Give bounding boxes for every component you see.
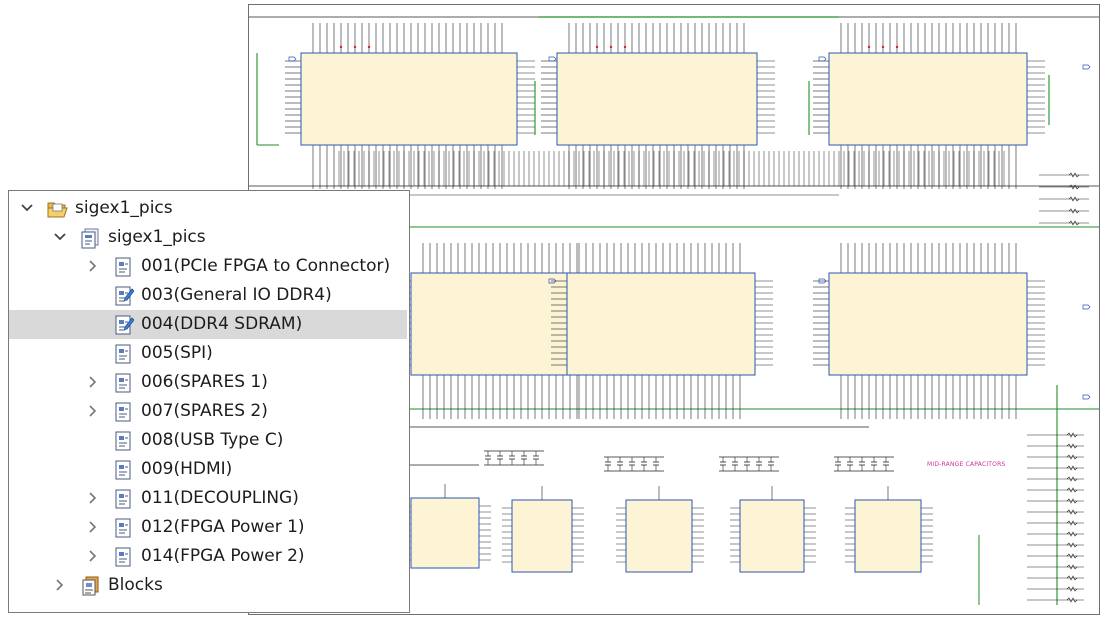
chevron-right-icon[interactable] [86,490,100,506]
tree-item-003[interactable]: 003(General IO DDR4) [9,281,407,310]
chevron-right-icon[interactable] [86,548,100,564]
schematic-caption: MID-RANGE CAPACITORS [927,461,1006,468]
tree-item-label: 004(DDR4 SDRAM) [141,314,303,334]
project-tree-panel[interactable]: sigex1_pics sigex1_pics 001(PCIe FPGA to C… [8,190,410,613]
chevron-right-icon[interactable] [86,403,100,419]
tree-item-label: 014(FPGA Power 2) [141,546,305,566]
schematic-stack-icon [79,227,101,249]
tree-item-label: sigex1_pics [108,227,206,247]
tree-item-004[interactable]: 004(DDR4 SDRAM) [9,310,407,339]
chevron-right-icon[interactable] [86,374,100,390]
tree-item-sigex1-pics[interactable]: sigex1_pics [9,223,407,252]
tree-item-label: 007(SPARES 2) [141,401,268,421]
schematic-page-icon [112,488,134,510]
tree-item-label: 005(SPI) [141,343,213,363]
chevron-right-icon[interactable] [86,258,100,274]
schematic-page-icon [112,459,134,481]
tree-item-012[interactable]: 012(FPGA Power 1) [9,513,407,542]
tree-item-007[interactable]: 007(SPARES 2) [9,397,407,426]
tree-item-blocks[interactable]: Blocks [9,571,407,600]
tree-item-label: 012(FPGA Power 1) [141,517,305,537]
tree-item-label: 003(General IO DDR4) [141,285,332,305]
tree-item-008[interactable]: 008(USB Type C) [9,426,407,455]
blocks-icon [79,575,101,597]
tree-item-label: 009(HDMI) [141,459,233,479]
tree-item-label: sigex1_pics [75,198,173,218]
chevron-right-icon[interactable] [86,519,100,535]
schematic-page-icon [112,372,134,394]
chevron-down-icon[interactable] [53,229,67,245]
chevron-right-icon[interactable] [53,577,67,593]
open-folder-icon [46,198,68,220]
tree-item-label: Blocks [108,575,163,595]
schematic-page-icon [112,401,134,423]
schematic-page-icon [112,546,134,568]
tree-item-sigex1-pics-root[interactable]: sigex1_pics [9,194,407,223]
tree-item-label: 011(DECOUPLING) [141,488,299,508]
schematic-page-icon [112,517,134,539]
tree-item-009[interactable]: 009(HDMI) [9,455,407,484]
tree-item-011[interactable]: 011(DECOUPLING) [9,484,407,513]
tree-item-label: 001(PCIe FPGA to Connector) [141,256,391,276]
schematic-page-icon [112,256,134,278]
tree-item-label: 008(USB Type C) [141,430,284,450]
chevron-down-icon[interactable] [20,200,34,216]
tree-item-005[interactable]: 005(SPI) [9,339,407,368]
schematic-page-edit-icon [112,314,135,336]
schematic-page-icon [112,343,134,365]
tree-item-001[interactable]: 001(PCIe FPGA to Connector) [9,252,407,281]
tree-item-014[interactable]: 014(FPGA Power 2) [9,542,407,571]
tree-item-label: 006(SPARES 1) [141,372,268,392]
schematic-page-edit-icon [112,285,135,307]
tree-item-006[interactable]: 006(SPARES 1) [9,368,407,397]
schematic-page-icon [112,430,134,452]
